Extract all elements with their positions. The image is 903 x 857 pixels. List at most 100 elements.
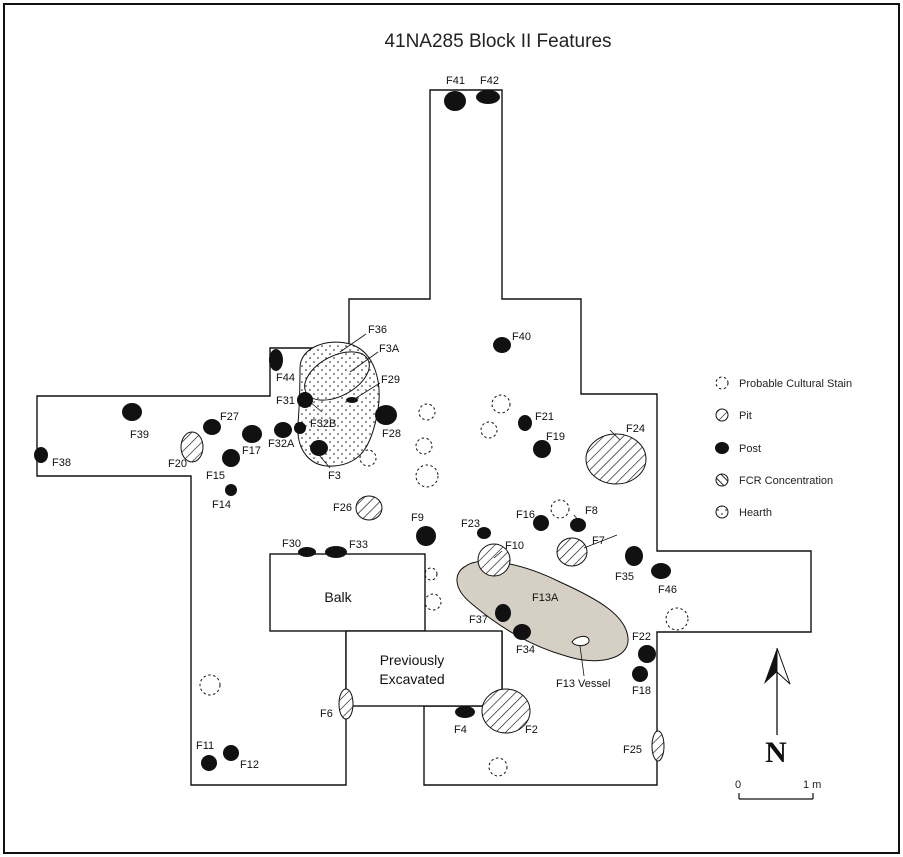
feature-f13-vessel [571,635,590,647]
stain [491,394,511,414]
post-f22 [638,645,656,663]
label-f18: F18 [632,685,651,697]
post-f15 [222,449,240,467]
previously-excavated-label-2: Excavated [379,671,444,687]
label-f30: F30 [282,538,301,550]
legend-stain-icon [715,376,729,390]
label-f14: F14 [212,499,231,511]
map-title: 41NA285 Block II Features [384,31,611,52]
label-f33: F33 [349,539,368,551]
post-f16 [533,515,549,531]
label-f13-vessel: F13 Vessel [556,678,610,690]
legend-pit-label: Pit [739,410,752,422]
label-f13a: F13A [532,592,559,604]
post-f3 [310,440,328,456]
label-f31: F31 [276,395,295,407]
label-f24: F24 [626,423,645,435]
label-f28: F28 [382,428,401,440]
label-f15: F15 [206,470,225,482]
label-f3: F3 [328,470,341,482]
post-f28 [375,405,397,425]
legend-post-label: Post [739,443,761,455]
label-f36: F36 [368,324,387,336]
label-f11: F11 [196,740,214,752]
label-f46: F46 [658,584,677,596]
label-f3a: F3A [379,343,400,355]
stain [415,437,433,455]
post-f46 [651,563,671,579]
stain [424,567,438,581]
post-f39 [122,403,142,421]
post-f37 [495,604,511,622]
feature-f10-pit [477,543,511,577]
stain [359,449,377,467]
post-f11 [201,755,217,771]
label-f21: F21 [535,411,554,423]
post-f42 [476,90,500,104]
label-f32b: F32B [310,418,336,430]
legend-fcr-label: FCR Concentration [739,475,833,487]
label-f20: F20 [168,458,187,470]
stain [415,464,439,488]
post-f18 [632,666,648,682]
feature-f26-pit [355,495,383,521]
label-f16: F16 [516,509,535,521]
label-f29: F29 [381,374,400,386]
post-f29 [346,397,358,403]
feature-f6-pit [338,688,354,720]
feature-f2-pit [481,688,531,734]
label-f9: F9 [411,512,424,524]
label-f23: F23 [461,518,480,530]
label-f34: F34 [516,644,535,656]
label-f35: F35 [615,571,634,583]
post-f8 [570,518,586,532]
feature-f25-pit [651,730,665,762]
post-f12 [223,745,239,761]
stain [665,607,689,631]
feature-f20-pit [180,431,204,463]
label-f17: F17 [242,445,261,457]
stain [550,499,570,519]
label-f19: F19 [546,431,565,443]
stain [424,593,442,611]
label-f26: F26 [333,502,352,514]
label-f39: F39 [130,429,149,441]
stain [488,757,508,777]
post-f31 [297,392,313,408]
post-f32a [274,422,292,438]
label-f41: F41 [446,75,465,87]
legend: Probable Cultural Stain Pit Post FCR Con… [715,376,852,519]
post-f19 [533,440,551,458]
label-f4: F4 [454,724,467,736]
post-f41 [444,91,466,111]
label-f22: F22 [632,631,651,643]
scale-end-label: 1 m [803,779,821,791]
label-f2: F2 [525,724,538,736]
post-f34 [513,624,531,640]
legend-pit-icon [715,408,729,422]
label-f25: F25 [623,744,642,756]
label-f12: F12 [240,759,259,771]
post-f14 [225,484,237,496]
post-f30 [298,547,316,557]
post-f38 [34,447,48,463]
feature-f13a-stain [456,560,629,662]
post-f35 [625,546,643,566]
label-f7: F7 [592,535,605,547]
label-f37: F37 [469,614,488,626]
balk-label: Balk [324,589,352,605]
post-f27 [203,419,221,435]
previously-excavated-area [345,630,503,707]
legend-fcr-icon [715,473,729,487]
legend-post-icon [715,442,729,454]
feature-f24-pit [585,433,647,485]
post-f9 [416,526,436,546]
post-f21 [518,415,532,431]
post-f4 [455,706,475,718]
post-f44 [269,349,283,371]
label-f42: F42 [480,75,499,87]
scale-bar [738,793,814,800]
north-arrow-icon [764,647,791,735]
legend-hearth-label: Hearth [739,507,772,519]
